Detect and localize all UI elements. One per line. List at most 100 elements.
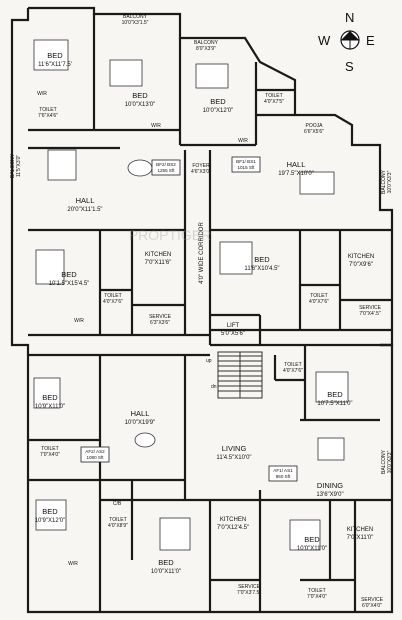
dining-table: [47, 149, 77, 181]
dining-table: [299, 171, 335, 195]
room-size: 10'9"X12'0": [35, 518, 66, 524]
room-name: W/R: [74, 318, 84, 324]
room-size: 7'6"X4'6": [38, 113, 58, 119]
room-name: TOILET: [41, 446, 58, 452]
room-bed-j: BED 10'0"X11'0": [151, 558, 181, 575]
room-name: C/B: [113, 501, 122, 507]
bed-furniture: [289, 519, 321, 551]
room-size: 4'0"X7'5": [264, 99, 284, 105]
room-size: 10'0"X13'0": [125, 102, 156, 108]
unit-code: BF2/ BS2: [156, 162, 176, 167]
unit-label-box: [231, 156, 261, 173]
room-size: 6'6"X5'6": [304, 129, 324, 135]
room-size: 10'1.5"X15'4.5": [49, 281, 90, 287]
room-size: 7'0"X9'6": [349, 262, 373, 268]
unit-label-box: [268, 465, 298, 482]
room-size: 6'3"X3'6": [150, 320, 170, 326]
compass-south: S: [345, 59, 354, 74]
room-name: SERVICE: [361, 597, 384, 603]
room-size: 7'0"X4'0": [40, 452, 60, 458]
room-size: 7'0"X12'4.5": [217, 525, 249, 531]
room-size: 4'0"X8'9": [108, 523, 128, 529]
unit-area: 950 Sft: [276, 474, 291, 479]
room-bed-d: BED 10'1.5"X15'4.5": [49, 270, 90, 287]
room-wr-c: W/R: [238, 138, 248, 144]
room-size: 10'7.5"X11'0": [317, 401, 352, 407]
room-size: 10'0"X12'0": [203, 108, 234, 114]
corridor-label: 4'0" WIDE CORRIDOR: [199, 222, 205, 284]
room-wr-b: W/R: [151, 123, 161, 129]
room-name: LIVING: [222, 444, 247, 453]
unit-label-box: [80, 446, 110, 463]
room-wr-a: W/R: [37, 91, 47, 97]
center-table: [127, 159, 153, 177]
compass-east: E: [366, 33, 375, 48]
room-kitchen-c: KITCHEN 7'0"X12'4.5": [217, 517, 249, 531]
room-name: HALL: [76, 196, 95, 205]
room-size: 10'0"X11'0": [151, 569, 181, 575]
room-size: 7'0"X4'.5": [359, 311, 381, 317]
bed-furniture: [315, 371, 349, 403]
bed-furniture: [219, 241, 253, 275]
room-name: BED: [42, 393, 58, 402]
room-wr-d: W/R: [74, 318, 84, 324]
room-name: W/R: [68, 561, 78, 567]
compass-west: W: [318, 33, 331, 48]
unit-label-box: [151, 159, 181, 176]
room-name: SERVICE: [359, 305, 382, 311]
compass-north: N: [345, 10, 354, 25]
room-size: 10'0"X3'1.5": [122, 20, 149, 26]
room-size: 11'5"X3'0": [16, 155, 22, 178]
room-size: 7'0"X3'7.5": [237, 590, 261, 596]
bed-furniture: [35, 499, 67, 531]
room-name: BED: [47, 51, 63, 60]
room-name: BED: [210, 97, 226, 106]
room-size: 7'0"X11'6": [145, 260, 172, 266]
room-wr-e: W/R: [68, 561, 78, 567]
room-name: BED: [61, 270, 77, 279]
bed-furniture: [33, 39, 69, 71]
room-name: BED: [327, 390, 343, 399]
room-name: KITCHEN: [220, 517, 246, 523]
room-name: BALCONY: [10, 153, 16, 178]
room-size: 10'0"X3'3": [387, 450, 393, 473]
center-table: [134, 432, 156, 448]
stairs-up-label: up: [206, 358, 212, 364]
room-name: BED: [158, 558, 174, 567]
stairs-down-label: dn: [211, 384, 217, 390]
room-size: 6'0"X4'0": [362, 603, 382, 609]
room-name: KITCHEN: [145, 252, 171, 258]
staircase: [217, 351, 263, 399]
unit-code: AF2/ AS2: [85, 449, 105, 454]
room-name: BALCONY: [381, 449, 387, 474]
bed-furniture: [109, 59, 143, 87]
room-name: TOILET: [104, 293, 121, 299]
room-name: BED: [304, 535, 320, 544]
unit-code: BF1/ BS1: [236, 159, 256, 164]
room-kitchen-a: KITCHEN 7'0"X11'6": [145, 252, 172, 266]
dining-table: [317, 437, 345, 461]
room-name: DINING: [317, 481, 343, 490]
